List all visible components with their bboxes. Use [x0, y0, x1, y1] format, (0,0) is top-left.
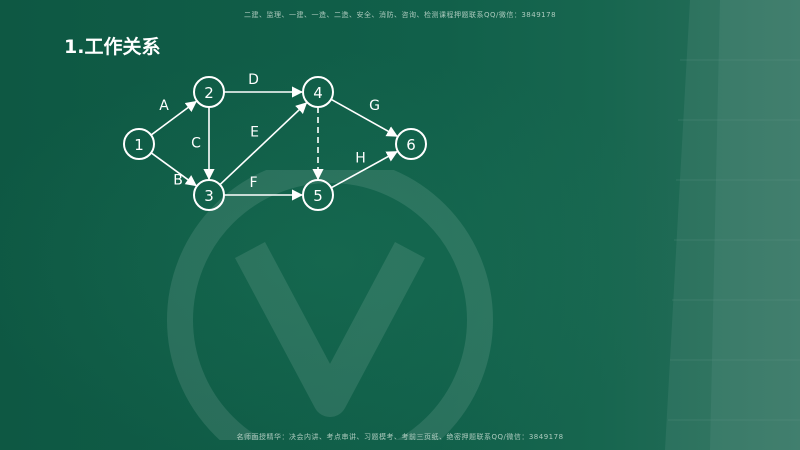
event-node-2: 2: [193, 76, 225, 108]
top-banner: 二建、监理、一建、一造、二造、安全、消防、咨询、检测课程押题联系QQ/微信：38…: [243, 11, 557, 19]
event-node-1: 1: [123, 128, 155, 160]
event-node-circle: [395, 128, 427, 160]
activity-arrow-b: [150, 152, 197, 187]
activity-label-d: D: [248, 72, 259, 88]
activity-arrow-g: [330, 98, 399, 137]
event-node-label: 2: [204, 84, 214, 102]
activity-label-c: C: [191, 136, 201, 152]
activity-label-e: E: [250, 125, 259, 141]
event-node-6: 6: [395, 128, 427, 160]
activity-label-b: B: [173, 173, 183, 189]
event-node-5: 5: [302, 179, 334, 211]
event-node-circle: [193, 179, 225, 211]
activity-arrow-a: [150, 100, 198, 136]
watermark-building: [665, 0, 800, 450]
event-node-label: 6: [406, 136, 416, 154]
event-node-4: 4: [302, 76, 334, 108]
page-title: 1.工作关系: [64, 36, 161, 58]
activity-label-a: A: [159, 98, 169, 114]
event-node-label: 5: [313, 187, 323, 205]
event-node-circle: [123, 128, 155, 160]
event-node-label: 3: [204, 187, 214, 205]
event-node-circle: [302, 76, 334, 108]
event-node-3: 3: [193, 179, 225, 211]
event-node-label: 1: [134, 136, 144, 154]
watermark-logo: [167, 170, 493, 440]
activity-label-f: F: [249, 175, 257, 191]
activity-label-g: G: [369, 98, 380, 114]
activity-arrow-e: [219, 102, 308, 186]
event-node-circle: [302, 179, 334, 211]
activity-arrow-h: [330, 150, 398, 189]
activity-label-h: H: [355, 151, 366, 167]
event-node-label: 4: [313, 84, 323, 102]
event-node-circle: [193, 76, 225, 108]
bottom-banner: 名师面授精华：决会内讲、考点串讲、习题模考、考前三页纸、绝密押题联系QQ/微信：…: [236, 433, 564, 441]
